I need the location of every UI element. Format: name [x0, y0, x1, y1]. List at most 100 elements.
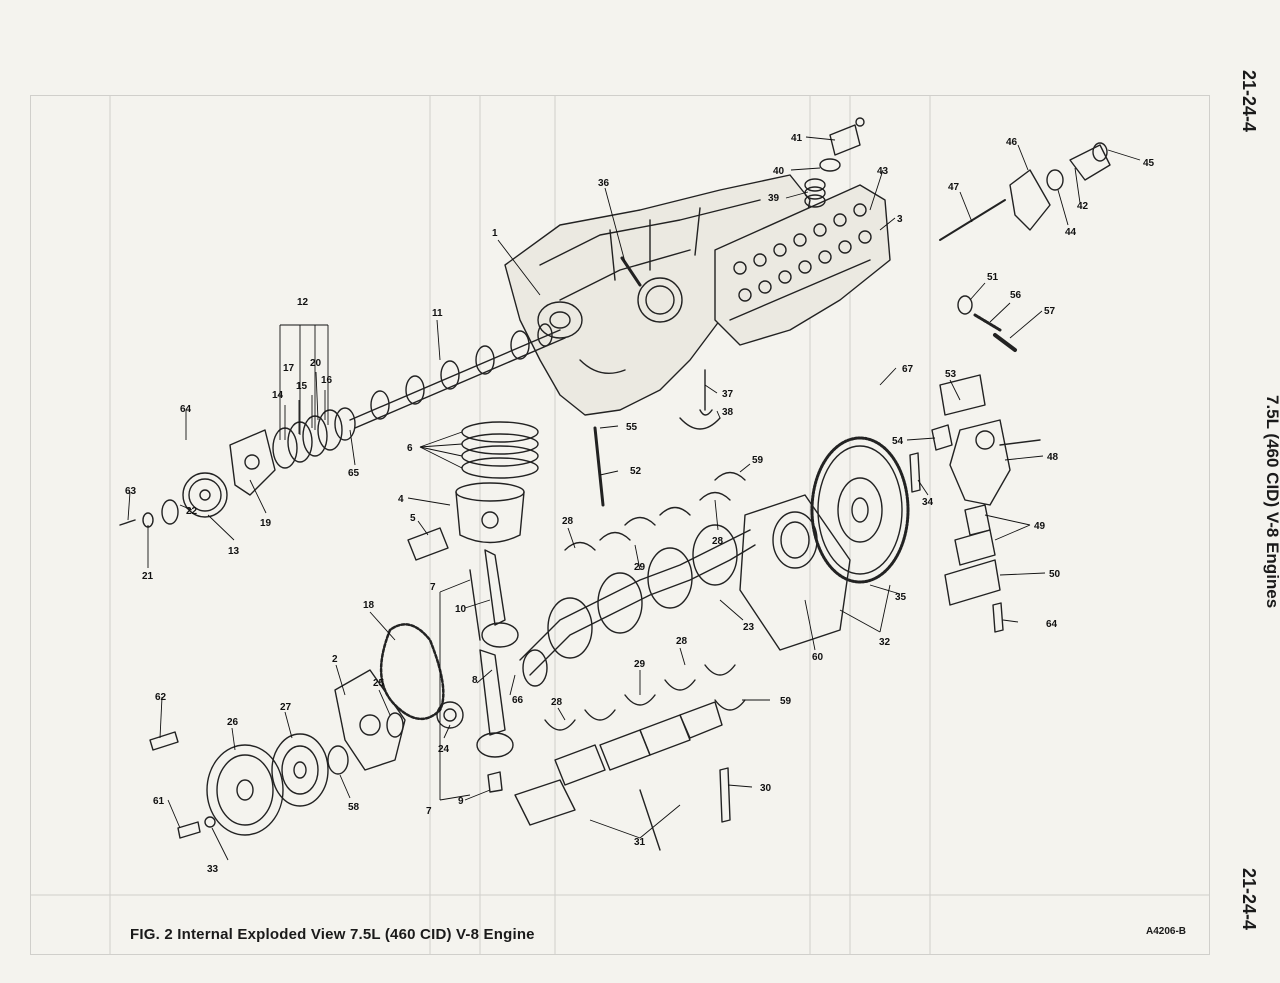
callout-11: 11	[432, 308, 443, 319]
piston	[455, 482, 525, 544]
callout-54: 54	[892, 436, 904, 447]
pushrod-47	[939, 199, 1006, 241]
callout-34: 34	[922, 497, 934, 508]
pump-cover	[944, 559, 1001, 606]
camshaft	[349, 323, 566, 429]
piston-rings	[461, 421, 539, 479]
callout-6: 6	[407, 443, 413, 454]
main-bearings-upper	[564, 471, 746, 551]
callout-7: 7	[430, 582, 436, 593]
crank-pulley	[206, 744, 284, 836]
callout-28: 28	[676, 636, 688, 647]
callout-10: 10	[455, 604, 467, 615]
callout-49: 49	[1034, 521, 1046, 532]
callout-29: 29	[634, 562, 646, 573]
callout-16: 16	[321, 375, 333, 386]
callout-22: 22	[186, 506, 198, 517]
callout-50: 50	[1049, 569, 1061, 580]
main-bearings-lower	[544, 664, 746, 731]
callout-62: 62	[155, 692, 167, 703]
crank-sprocket	[436, 701, 464, 729]
oil-pump-screen	[939, 374, 986, 416]
callout-48: 48	[1047, 452, 1059, 463]
callout-19: 19	[260, 518, 272, 529]
section-title: 7.5L (460 CID) V-8 Engines	[1263, 395, 1280, 609]
callout-27: 27	[280, 702, 292, 713]
valve-spring-36	[620, 256, 642, 287]
callout-67: 67	[902, 364, 914, 375]
callout-30: 30	[760, 783, 772, 794]
seal-25	[386, 712, 404, 738]
callout-29: 29	[634, 659, 646, 670]
callout-33: 33	[207, 864, 219, 875]
pushrod-55	[593, 426, 605, 507]
callout-20: 20	[310, 358, 322, 369]
callout-37: 37	[722, 389, 734, 400]
callout-5: 5	[410, 513, 416, 524]
callout-35: 35	[895, 592, 907, 603]
callout-18: 18	[363, 600, 375, 611]
callout-8: 8	[472, 675, 478, 686]
callout-65: 65	[348, 468, 360, 479]
oil-pump	[949, 419, 1041, 506]
callout-59: 59	[780, 696, 792, 707]
pulley-bolts	[149, 731, 216, 839]
flywheel	[810, 436, 910, 584]
cap-bolts	[639, 767, 731, 851]
callout-14: 14	[272, 390, 284, 401]
callout-64: 64	[1046, 619, 1058, 630]
callout-47: 47	[948, 182, 960, 193]
pump-rotor	[954, 504, 996, 566]
page-number-bottom: 21-24-4	[1239, 868, 1259, 931]
callout-40: 40	[773, 166, 785, 177]
callout-25: 25	[373, 678, 385, 689]
callout-45: 45	[1143, 158, 1155, 169]
thrust-plate	[229, 429, 276, 496]
callout-28: 28	[551, 697, 563, 708]
timing-chain	[379, 623, 445, 720]
callout-64: 64	[180, 404, 192, 415]
callout-43: 43	[877, 166, 889, 177]
valve-keepers	[829, 117, 865, 156]
lifter-51	[957, 295, 973, 315]
valve	[679, 369, 721, 430]
callout-46: 46	[1006, 137, 1018, 148]
callout-41: 41	[791, 133, 803, 144]
callout-66: 66	[512, 695, 524, 706]
piston-pin	[407, 527, 449, 561]
rocker-bolt-45	[1069, 142, 1111, 181]
callout-32: 32	[879, 637, 891, 648]
lifter-spring-56	[973, 313, 1002, 332]
callout-58: 58	[348, 802, 360, 813]
callout-60: 60	[812, 652, 824, 663]
callout-26: 26	[227, 717, 239, 728]
callout-17: 17	[283, 363, 295, 374]
callout-1: 1	[492, 228, 498, 239]
rocker-arm-46	[1009, 169, 1051, 231]
connecting-rod-lower	[476, 649, 514, 793]
callout-59: 59	[752, 455, 764, 466]
connecting-rod-upper	[469, 549, 519, 648]
callout-28: 28	[712, 536, 724, 547]
callout-55: 55	[626, 422, 638, 433]
callout-13: 13	[228, 546, 240, 557]
cylinder-head	[714, 184, 891, 346]
front-cover-plate	[334, 669, 406, 771]
callout-42: 42	[1077, 201, 1089, 212]
callout-61: 61	[153, 796, 165, 807]
valve-spring-retainer	[819, 158, 841, 172]
callout-9: 9	[458, 796, 464, 807]
callout-3: 3	[897, 214, 903, 225]
callout-63: 63	[125, 486, 137, 497]
callout-56: 56	[1010, 290, 1022, 301]
callout-28: 28	[562, 516, 574, 527]
callout-23: 23	[743, 622, 755, 633]
callout-38: 38	[722, 407, 734, 418]
figure-caption: FIG. 2 Internal Exploded View 7.5L (460 …	[130, 926, 535, 943]
callout-31: 31	[634, 837, 646, 848]
page-number-top: 21-24-4	[1239, 70, 1259, 133]
callout-24: 24	[438, 744, 450, 755]
callout-52: 52	[630, 466, 642, 477]
crankshaft	[519, 524, 756, 687]
